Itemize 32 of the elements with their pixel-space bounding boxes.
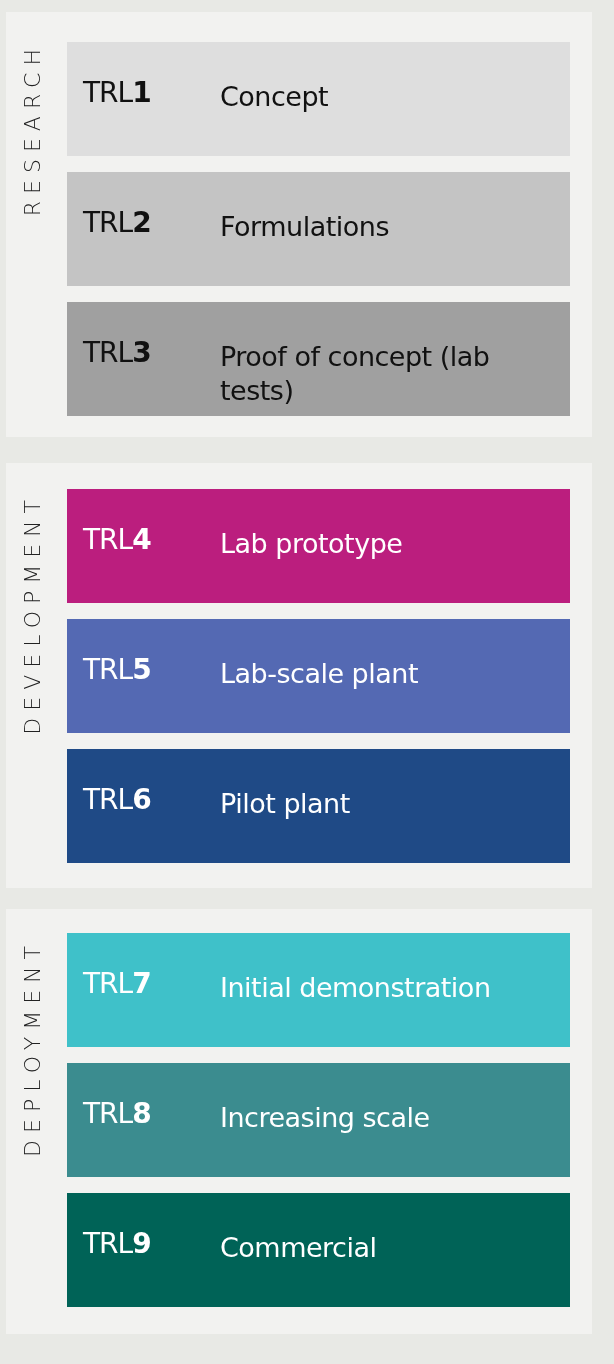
level-box [67, 749, 570, 863]
level-box [67, 933, 570, 1047]
level-title: Initial demonstration [220, 971, 492, 1005]
level-title: Commercial [220, 1231, 378, 1265]
level-number: TRL1 [83, 76, 151, 110]
level-box [67, 172, 570, 286]
group-heading: RESEARCH [20, 42, 45, 217]
level-title: Increasing scale [220, 1101, 431, 1135]
level-box [67, 1063, 570, 1177]
group-panel [6, 463, 592, 888]
group-panel [6, 909, 592, 1334]
level-title: Pilot plant [220, 787, 351, 821]
level-title: Formulations [220, 210, 390, 244]
level-box [67, 1193, 570, 1307]
level-number: TRL7 [83, 967, 151, 1001]
level-box [67, 302, 570, 416]
level-number: TRL8 [83, 1097, 151, 1131]
group-panel [6, 12, 592, 437]
group-heading: DEVELOPMENT [20, 493, 45, 735]
group-heading: DEPLOYMENT [20, 939, 45, 1157]
level-number: TRL9 [83, 1227, 151, 1261]
level-title: Proof of concept (lab tests) [220, 340, 491, 408]
level-title: Lab-scale plant [220, 657, 419, 691]
level-number: TRL5 [83, 653, 151, 687]
level-box [67, 619, 570, 733]
level-number: TRL3 [83, 336, 151, 370]
level-number: TRL6 [83, 783, 151, 817]
level-number: TRL4 [83, 523, 151, 557]
level-box [67, 489, 570, 603]
level-title: Concept [220, 80, 330, 114]
level-title: Lab prototype [220, 527, 404, 561]
level-number: TRL2 [83, 206, 151, 240]
